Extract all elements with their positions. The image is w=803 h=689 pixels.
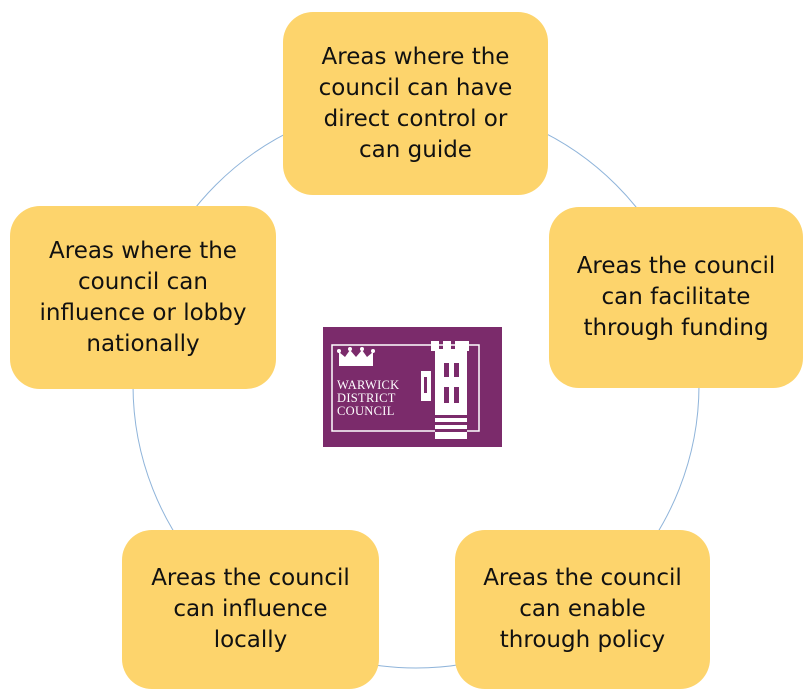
logo-emblem-icon: [331, 341, 480, 439]
node-influence-locally: Areas the council can influence locally: [122, 530, 379, 689]
warwick-district-council-logo: WARWICK DISTRICT COUNCIL: [323, 327, 502, 447]
castle-tower-icon: [421, 341, 469, 439]
node-influence-locally-text: Areas the council can influence locally: [151, 565, 350, 653]
node-enable-policy-text: Areas the council can enable through pol…: [483, 565, 682, 653]
node-facilitate-funding-text: Areas the council can facilitate through…: [576, 253, 776, 341]
node-influence-nationally-text: Areas where the council can influence or…: [39, 237, 247, 357]
node-influence-nationally: Areas where the council can influence or…: [10, 206, 276, 389]
logo-wordmark-line-2: DISTRICT: [337, 391, 396, 405]
logo-wordmark-line-3: COUNCIL: [337, 404, 395, 418]
node-enable-policy: Areas the council can enable through pol…: [455, 530, 710, 689]
node-facilitate-funding: Areas the council can facilitate through…: [549, 207, 803, 388]
node-direct-control-text: Areas where the council can have direct …: [318, 43, 513, 163]
crown-icon: [337, 347, 375, 366]
logo-wordmark-line-1: WARWICK: [337, 378, 400, 392]
node-direct-control: Areas where the council can have direct …: [283, 12, 548, 195]
